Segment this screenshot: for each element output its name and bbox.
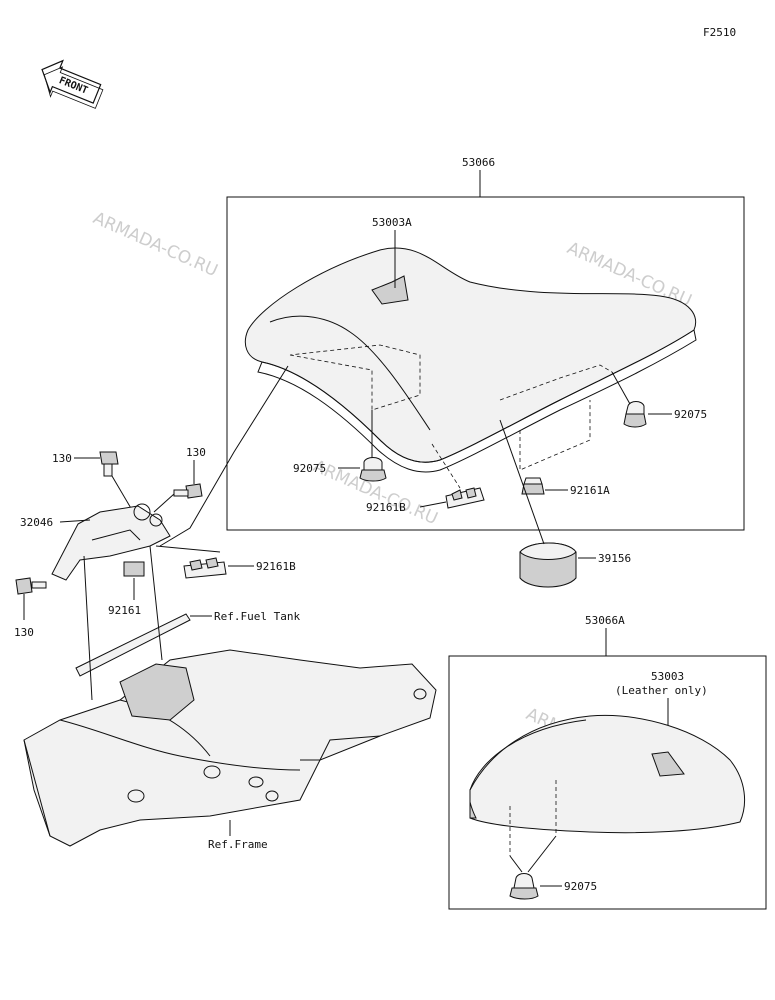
front-arrow-icon: FRONT <box>41 59 104 109</box>
pad-39156 <box>519 542 577 588</box>
main-seat-box <box>226 196 745 531</box>
callout-130-top-right: 130 <box>186 446 206 459</box>
callout-92161a: 92161A <box>570 484 610 497</box>
callout-32046: 32046 <box>20 516 53 529</box>
callout-92075-main-left: 92075 <box>293 462 326 475</box>
bolt-top-left <box>99 451 119 477</box>
callout-53003a: 53003A <box>372 216 412 229</box>
watermark-1: ARMADA-CO.RU <box>90 208 221 281</box>
damper-main-right <box>623 401 647 428</box>
pillion-seat-box <box>448 655 767 910</box>
callout-53003-note: (Leather only) <box>615 684 708 697</box>
clip-92161a <box>521 477 545 495</box>
pillion-seat <box>469 714 746 856</box>
callout-92075-main-right: 92075 <box>674 408 707 421</box>
damper-main-left <box>359 457 387 482</box>
callout-92161b-bracket: 92161B <box>256 560 296 573</box>
callout-92161b-seat: 92161B <box>366 501 406 514</box>
clip-92161b-seat <box>445 487 485 509</box>
callout-92161: 92161 <box>108 604 141 617</box>
callout-92075-pillion: 92075 <box>564 880 597 893</box>
rear-frame <box>23 649 437 847</box>
callout-39156: 39156 <box>598 552 631 565</box>
callout-130-top-left: 130 <box>52 452 72 465</box>
clip-92161b-bracket <box>183 557 227 579</box>
callout-130-bottom: 130 <box>14 626 34 639</box>
damper-pillion <box>509 873 539 900</box>
bolt-bottom <box>15 577 47 595</box>
callout-53066: 53066 <box>462 156 495 169</box>
bolt-top-right <box>173 483 203 499</box>
ref-frame: Ref.Frame <box>208 838 268 851</box>
main-seat <box>244 247 697 473</box>
figure-code: F2510 <box>703 26 736 39</box>
callout-53003: 53003 <box>651 670 684 683</box>
callout-53066a: 53066A <box>585 614 625 627</box>
ref-fuel-tank: Ref.Fuel Tank <box>214 610 300 623</box>
fuel-tank-seal <box>75 613 191 677</box>
